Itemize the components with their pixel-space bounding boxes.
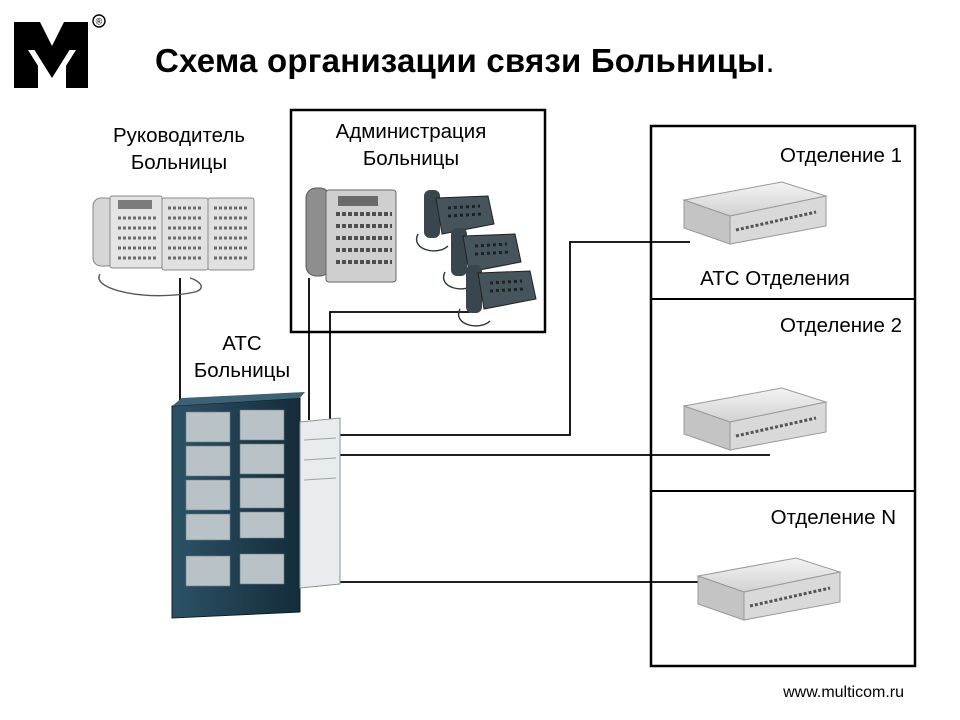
connection-lines: [179, 241, 770, 583]
line-admin-2: [329, 311, 470, 420]
admin-phones-icon: [415, 190, 537, 327]
departments-box: [649, 124, 917, 668]
label-department-2: Отделение 2: [780, 314, 902, 337]
department-2-pbx-icon: [682, 387, 828, 451]
line-department-1: [340, 241, 690, 436]
department-1-pbx-icon: [682, 181, 828, 245]
central-pbx-rack-icon: [171, 392, 341, 619]
logo: ®: [14, 14, 106, 88]
director-phone-icon: [92, 195, 255, 297]
page-title: Схема организации связи Больницы.: [155, 42, 775, 79]
footer-url: www.multicom.ru: [783, 684, 904, 701]
label-department-pbx: АТС Отделения: [700, 267, 850, 290]
registered-mark: ®: [96, 17, 103, 27]
administration-box: [289, 108, 547, 334]
department-n-pbx-icon: [696, 557, 842, 621]
admin-system-phone-icon: [305, 187, 397, 283]
label-department-1: Отделение 1: [780, 144, 902, 167]
label-department-n: Отделение N: [770, 506, 896, 529]
